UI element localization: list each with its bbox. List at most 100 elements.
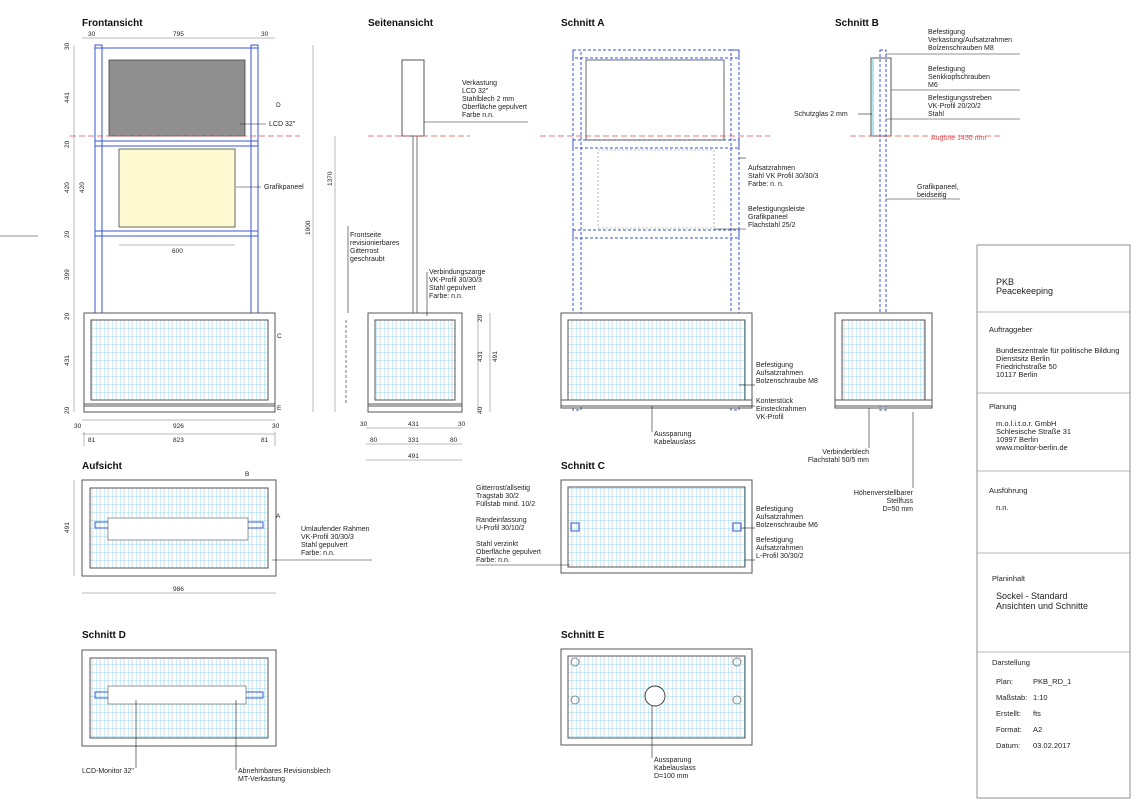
eye-height-label: Augöhe 1450 mm [931, 135, 986, 142]
section-b-title: Schnitt B [835, 18, 879, 29]
dim-81: 81 [261, 437, 269, 444]
grafik-b-label: Grafikpaneel,beidseitig [917, 184, 959, 199]
dim-40: 40 [477, 406, 484, 414]
lcd-screen [108, 59, 246, 137]
dim-20: 20 [477, 314, 484, 322]
mark-a: A [276, 513, 281, 520]
section-a-title: Schnitt A [561, 18, 605, 29]
side-base-grid [374, 319, 456, 401]
dim-81: 81 [88, 437, 96, 444]
execution-value: n.n. [996, 503, 1009, 512]
dim-986: 986 [173, 586, 184, 593]
execution-heading: Ausführung [989, 486, 1027, 495]
dim-20: 20 [64, 140, 71, 148]
dim-420: 420 [64, 182, 71, 193]
planning-heading: Planung [989, 402, 1017, 411]
dim-491: 491 [64, 522, 71, 533]
dim-30: 30 [88, 31, 96, 38]
front-title: Frontansicht [82, 18, 143, 29]
dim-20: 20 [64, 230, 71, 238]
dim-926: 926 [173, 423, 184, 430]
graphic-panel [118, 148, 236, 228]
dim-30: 30 [458, 421, 466, 428]
dim-30: 30 [272, 423, 280, 430]
title-block-row-value: PKB_RD_1 [1033, 677, 1071, 686]
dim-20: 20 [64, 406, 71, 414]
content-heading: Planinhalt [992, 574, 1026, 583]
title-block-row-key: Erstellt: [996, 709, 1021, 718]
title-block-row-value: 03.02.2017 [1033, 741, 1071, 750]
graphic-panel-label: Grafikpaneel [264, 184, 304, 191]
title-block-row-key: Plan: [996, 677, 1013, 686]
dim-331: 331 [408, 437, 419, 444]
side-view: Seitenansicht 1900 1370 431 491 20 40 30… [305, 18, 528, 461]
title-block-row-key: Datum: [996, 741, 1020, 750]
dim-30: 30 [360, 421, 368, 428]
dim-1900: 1900 [305, 220, 312, 235]
section-d: Schnitt D LCD-Monitor 32" Abnehmbares Re… [81, 630, 331, 783]
side-title: Seitenansicht [368, 18, 434, 29]
client-heading: Auftraggeber [989, 325, 1033, 334]
dim-399: 399 [64, 269, 71, 280]
dim-491: 491 [492, 351, 499, 362]
dim-420-inner: 420 [79, 182, 86, 193]
dim-431: 431 [477, 351, 484, 362]
title-block-row-value: fts [1033, 709, 1041, 718]
dim-30-v: 30 [64, 42, 71, 50]
display-heading: Darstellung [992, 658, 1030, 667]
top-view-title: Aufsicht [82, 461, 123, 472]
section-d-title: Schnitt D [82, 630, 126, 641]
dim-491: 491 [408, 453, 419, 460]
lcd-monitor-label: LCD-Monitor 32" [82, 768, 134, 775]
title-block-row-key: Maßstab: [996, 693, 1027, 702]
title-block-row-key: Format: [996, 725, 1022, 734]
cable-outlet [644, 685, 666, 707]
section-c-title: Schnitt C [561, 461, 605, 472]
dim-431: 431 [408, 421, 419, 428]
front-view: Frontansicht 30 795 30 441 30 20 420 4 [64, 18, 304, 446]
section-a-base-grid [567, 319, 746, 401]
title-block-row-value: 1:10 [1033, 693, 1048, 702]
dim-441: 441 [64, 92, 71, 103]
dim-30: 30 [74, 423, 82, 430]
dim-1370: 1370 [327, 171, 334, 186]
section-b-base-grid [841, 319, 926, 401]
schutzglas-label: Schutzglas 2 mm [794, 111, 848, 118]
dim-823: 823 [173, 437, 184, 444]
lcd-label: LCD 32" [269, 121, 296, 128]
mark-e: E [277, 405, 282, 412]
dim-20: 20 [64, 312, 71, 320]
dim-600: 600 [172, 248, 183, 255]
dim-80: 80 [370, 437, 378, 444]
mark-b: B [245, 471, 249, 478]
